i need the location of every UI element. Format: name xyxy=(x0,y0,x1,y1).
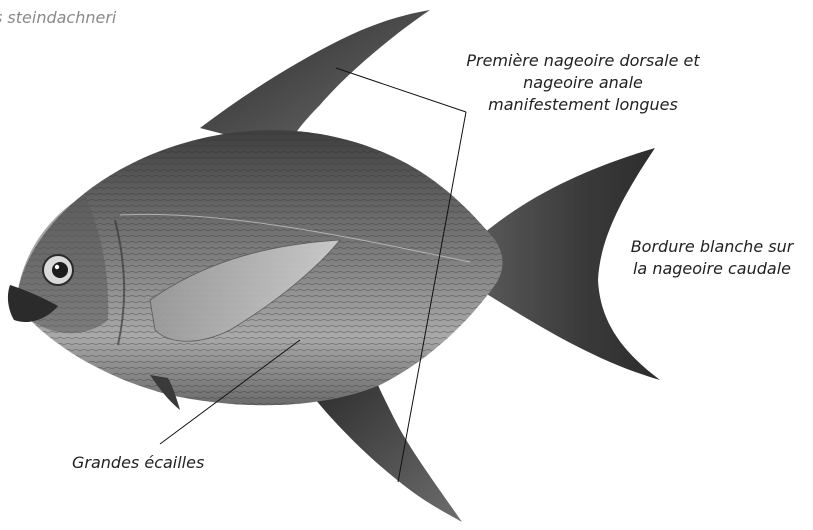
dorsal-anal-line-3: manifestement longues xyxy=(448,94,718,116)
dorsal-anal-line-2: nageoire anale xyxy=(448,72,718,94)
anal-fin xyxy=(300,380,462,522)
dorsal-fin xyxy=(200,10,430,150)
caudal-line-2: la nageoire caudale xyxy=(612,258,812,280)
leader-dorsal xyxy=(336,68,466,112)
caudal-fin-label: Bordure blanche sur la nageoire caudale xyxy=(612,236,812,280)
dorsal-anal-line-1: Première nageoire dorsale et xyxy=(448,50,718,72)
caudal-line-1: Bordure blanche sur xyxy=(612,236,812,258)
scales-label: Grandes écailles xyxy=(72,452,232,474)
dorsal-anal-fin-label: Première nageoire dorsale et nageoire an… xyxy=(448,50,718,116)
